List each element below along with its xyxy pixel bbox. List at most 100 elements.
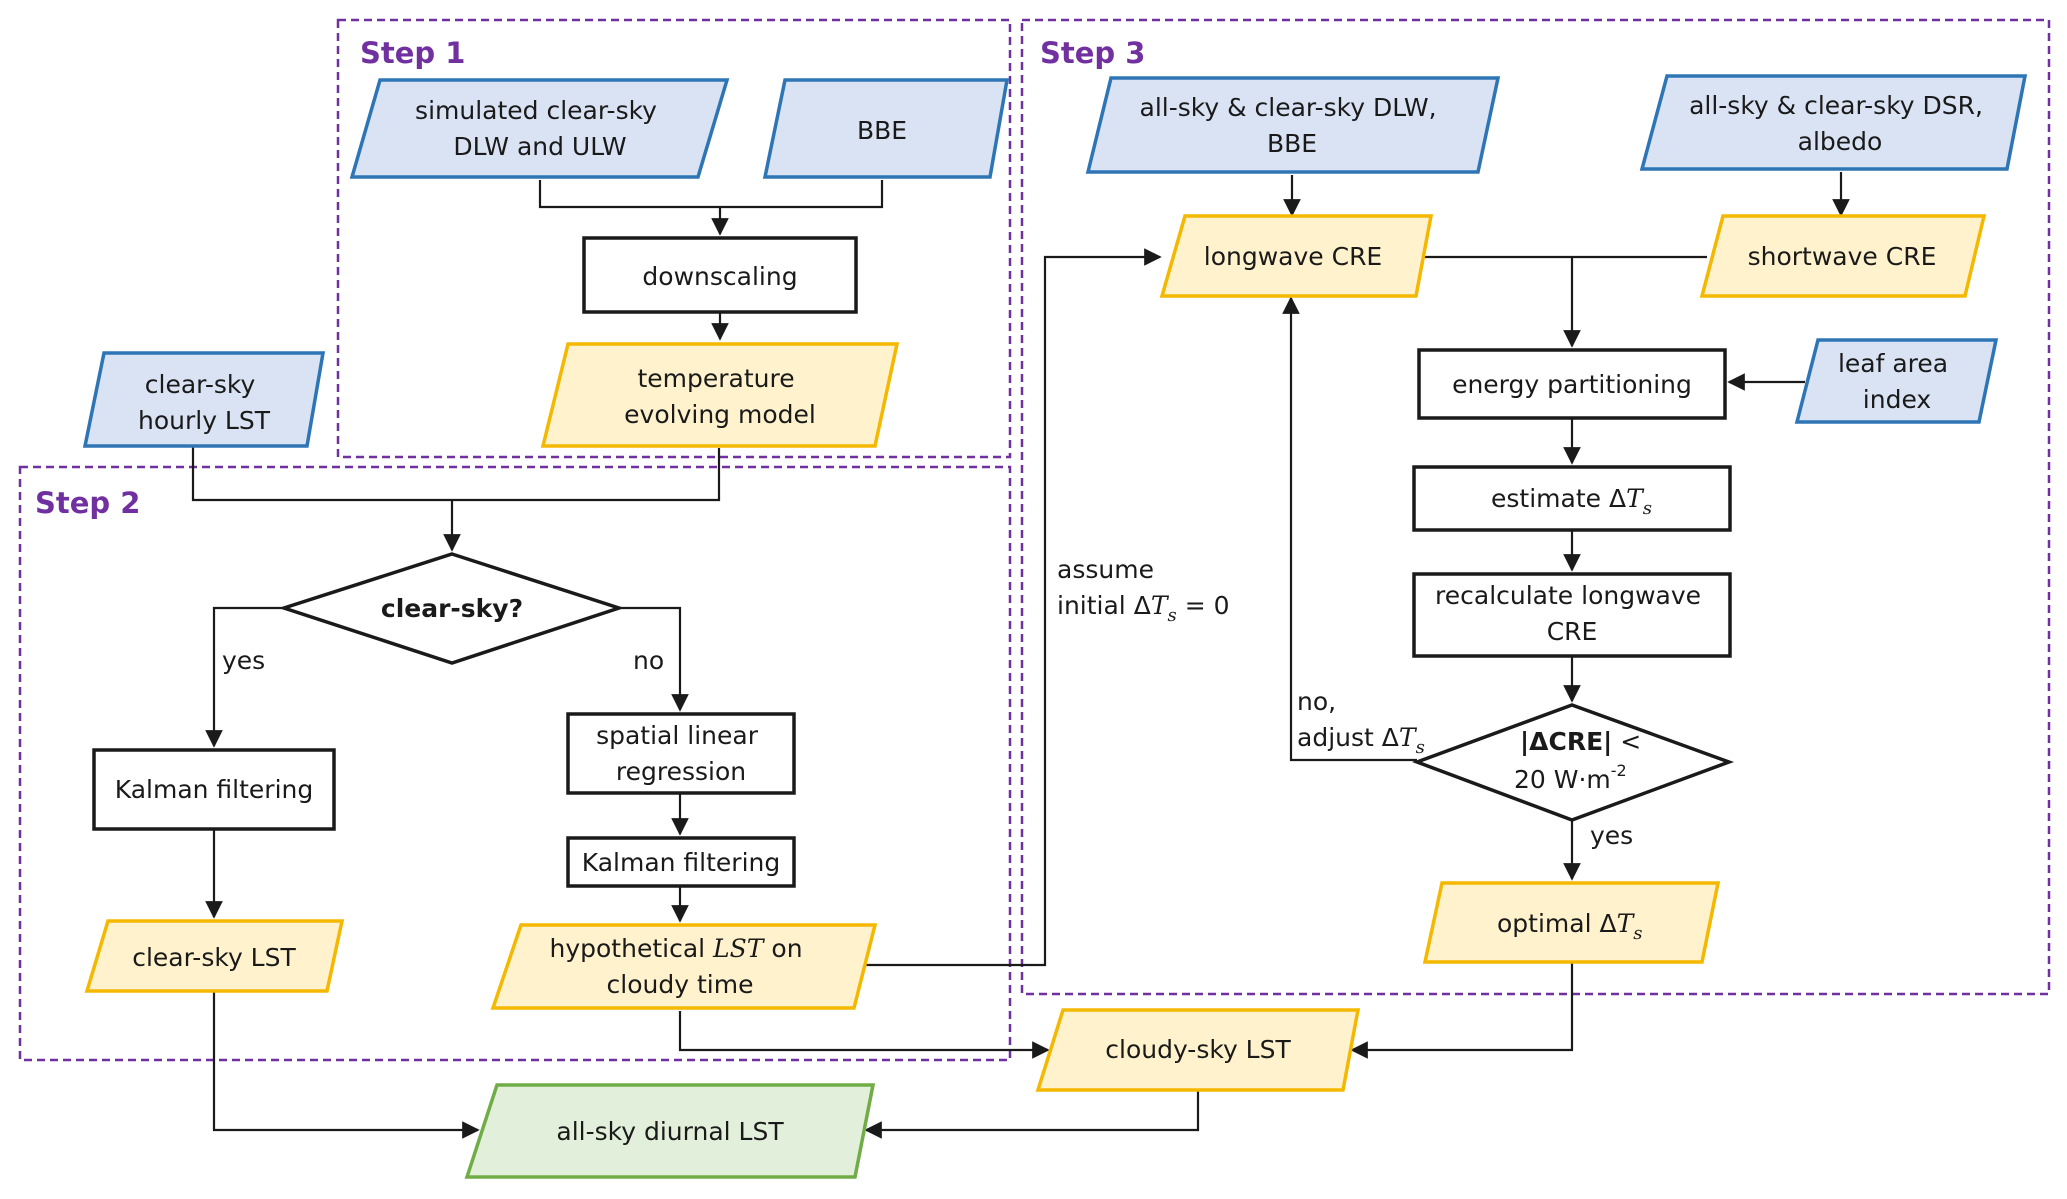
no-label: no [633,646,664,675]
shortwave-cre-box [1699,214,1987,298]
step1-region [336,18,1012,459]
assume-delta: Δ [1134,591,1151,620]
allsky-dsr-line1: all-sky & clear-sky DSR, [1689,91,1983,120]
delta-cre-decision [1411,703,1735,822]
bbe-step1-text: BBE [857,116,907,145]
recalculate-line1: recalculate longwave [1435,581,1701,610]
hourly-lst-box [82,351,326,448]
temperature-model-text: temperature evolving model [624,364,816,429]
temperature-model-box [540,342,900,448]
estimate-box [1412,465,1732,532]
energy-partitioning-text: energy partitioning [1452,370,1692,399]
recalculate-line2: CRE [1547,617,1598,646]
hypothetical-line2: cloudy time [607,970,754,999]
no-adjust-delta: Δ [1382,723,1399,752]
temperature-model-line2: evolving model [624,400,816,429]
connectors [191,172,1850,1139]
lai-box [1794,338,1999,424]
no-adjust-word: adjust [1297,723,1374,752]
assume-line1: assume [1057,555,1154,584]
assume-initial: initial [1057,591,1126,620]
estimate-T: T [1626,484,1645,513]
threshold-exp: -2 [1611,761,1627,780]
no-adjust-T: T [1399,723,1418,752]
delta-cre-lt: < [1612,727,1641,756]
cloudy-sky-lst-box [1035,1008,1361,1092]
allsky-dlw-text: all-sky & clear-sky DLW, BBE [1140,93,1445,158]
threshold-text: 20 W·m [1514,765,1611,794]
spatial-regression-text: spatial linear regression [596,721,766,786]
step1-label: Step 1 [360,36,465,70]
lai-line1: leaf area [1838,349,1948,378]
spatial-regression-box [566,712,796,795]
temperature-model-line1: temperature [637,364,794,393]
estimate-word: estimate [1491,484,1601,513]
allsky-dlw-line2: BBE [1267,129,1317,158]
spatial-regression-line1: spatial linear [596,721,759,750]
recalculate-text: recalculate longwave CRE [1435,581,1709,646]
step2-label: Step 2 [35,486,140,520]
hypothetical-lst: LST [712,934,766,963]
kalman-left-text: Kalman filtering [115,775,314,804]
assume-space [1126,591,1134,620]
recalculate-box [1412,572,1732,658]
hourly-lst-line2: hourly LST [138,406,271,435]
cloudy-sky-lst-text: cloudy-sky LST [1105,1035,1291,1064]
all-sky-diurnal-box [464,1083,876,1179]
hypothetical-lst-text: hypothetical LST on cloudy time [550,934,811,999]
sim-clear-sky-line2: DLW and ULW [453,132,626,161]
lai-line2: index [1863,385,1931,414]
sim-clear-sky-box [349,78,730,179]
all-sky-diurnal-text: all-sky diurnal LST [556,1117,784,1146]
hypothetical-post: on [763,934,802,963]
hypothetical-lst-box [490,923,878,1010]
allsky-dlw-box [1085,76,1501,174]
sim-clear-sky-text: simulated clear-sky DLW and ULW [415,96,665,161]
no-adjust-s: s [1416,737,1425,758]
longwave-cre-box [1159,214,1434,298]
optimal-T: T [1617,909,1636,938]
lai-text: leaf area index [1838,349,1956,414]
longwave-cre-text: longwave CRE [1204,242,1382,271]
downscaling-text: downscaling [642,262,797,291]
hourly-lst-line1: clear-sky [145,370,256,399]
assume-s: s [1168,605,1177,626]
allsky-dlw-line1: all-sky & clear-sky DLW, [1140,93,1437,122]
energy-partitioning-box [1417,348,1727,420]
allsky-dsr-box [1639,74,2028,171]
optimal-space [1592,909,1600,938]
step2-region [18,465,1012,1062]
kalman-right-text: Kalman filtering [582,848,781,877]
step3-region [1020,18,2051,996]
clear-sky-lst-box [84,919,345,993]
allsky-dsr-text: all-sky & clear-sky DSR, albedo [1689,91,1991,156]
no-adjust-line1: no, [1297,687,1336,716]
sim-clear-sky-line1: simulated clear-sky [415,96,657,125]
hourly-lst-text: clear-sky hourly LST [138,370,271,435]
optimal-text: optimal ΔTs [1497,909,1643,944]
hypothetical-pre: hypothetical [550,934,714,963]
clear-sky-decision [278,552,625,665]
estimate-s: s [1643,498,1652,519]
assume-eq: = 0 [1177,591,1230,620]
kalman-left-box [92,748,336,831]
spatial-regression-line2: regression [616,757,746,786]
clear-sky-lst-text: clear-sky LST [132,943,296,972]
assume-T: T [1151,591,1170,620]
optimal-s: s [1633,923,1642,944]
optimal-box [1422,881,1721,964]
optimal-delta: Δ [1599,909,1616,938]
kalman-right-box [566,836,796,888]
allsky-dsr-line2: albedo [1798,127,1883,156]
clear-sky-decision-text: clear-sky? [381,594,523,623]
shortwave-cre-text: shortwave CRE [1748,242,1937,271]
estimate-delta: Δ [1609,484,1626,513]
yes2-label: yes [1590,821,1633,850]
downscaling-box [582,236,858,314]
optimal-word: optimal [1497,909,1592,938]
assume-line2: initial ΔTs = 0 [1057,591,1230,626]
bbe-step1-box [762,78,1010,179]
estimate-text: estimate ΔTs [1491,484,1652,519]
delta-cre-line1: |ΔCRE| < [1520,727,1641,756]
